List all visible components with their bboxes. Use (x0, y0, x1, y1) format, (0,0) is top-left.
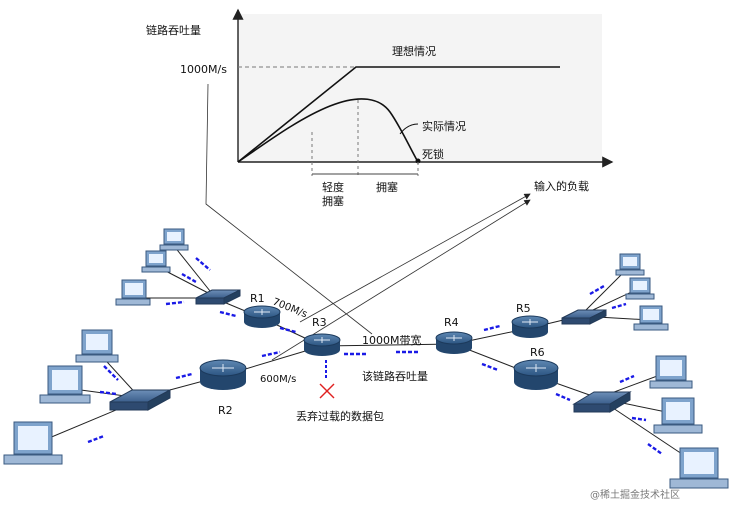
computers (3, 228, 729, 489)
computer-icon (141, 250, 171, 273)
routers (199, 305, 559, 390)
router-r4-icon (435, 331, 473, 354)
connector-r1-load (299, 193, 531, 323)
router-r3-label: R3 (312, 316, 327, 329)
y-tick-label: 1000M/s (180, 63, 227, 76)
router-r2-icon (199, 359, 247, 390)
network-labels: R1 R2 R3 R4 R5 R6 700M/s 600M/s 1000M带宽 … (218, 292, 545, 423)
router-r4-label: R4 (444, 316, 459, 329)
router-r5-label: R5 (516, 302, 531, 315)
computer-icon (625, 277, 655, 300)
router-r5-icon (511, 315, 549, 338)
connector-lines (205, 83, 531, 361)
connector-r2-load (271, 199, 531, 361)
switch-icon (195, 289, 241, 305)
drop-label: 丢弃过载的数据包 (296, 409, 384, 423)
actual-curve (237, 98, 419, 163)
computer-icon (615, 253, 645, 276)
switch-icon (109, 389, 171, 411)
link-bandwidth-label: 1000M带宽 (362, 333, 422, 347)
ideal-curve (237, 66, 560, 163)
router-r3-icon (303, 333, 341, 356)
computer-icon (649, 355, 693, 389)
router-r2-label: R2 (218, 404, 233, 417)
y-axis-label: 链路吞吐量 (146, 23, 201, 37)
speed-r2-label: 600M/s (260, 374, 296, 385)
computer-icon (669, 447, 729, 489)
actual-label: 实际情况 (422, 119, 466, 133)
computer-icon (39, 365, 91, 404)
plot-area (238, 14, 602, 162)
switch-icon (561, 309, 607, 325)
router-r1-icon (243, 305, 281, 328)
switches (109, 289, 632, 413)
ideal-label: 理想情况 (392, 44, 436, 58)
deadlock-point (415, 158, 421, 164)
light-congestion-label-2: 拥塞 (322, 194, 344, 208)
router-r1-label: R1 (250, 292, 265, 305)
computer-icon (115, 279, 151, 306)
throughput-chart: 链路吞吐量 1000M/s 理想情况 实际情况 死锁 轻度 拥塞 拥塞 输入的负… (146, 8, 614, 208)
deadlock-label: 死锁 (422, 147, 444, 161)
x-axis-label: 输入的负载 (534, 179, 589, 193)
computer-icon (3, 421, 63, 465)
connector-to-link (205, 83, 373, 335)
computer-icon (75, 329, 119, 363)
switch-icon (572, 391, 632, 413)
network-links (29, 245, 701, 467)
router-r6-icon (513, 359, 559, 390)
light-congestion-label-1: 轻度 (322, 180, 344, 194)
congestion-label: 拥塞 (376, 180, 398, 194)
computer-icon (633, 305, 669, 331)
computer-icon (159, 228, 189, 251)
link-throughput-label: 该链路吞吐量 (362, 369, 428, 383)
watermark: @稀土掘金技术社区 (590, 488, 680, 501)
packet-arrows (87, 257, 663, 455)
drop-x-icon (319, 383, 335, 399)
router-r6-label: R6 (530, 346, 545, 359)
actual-pointer (399, 123, 419, 135)
computer-icon (653, 397, 703, 434)
